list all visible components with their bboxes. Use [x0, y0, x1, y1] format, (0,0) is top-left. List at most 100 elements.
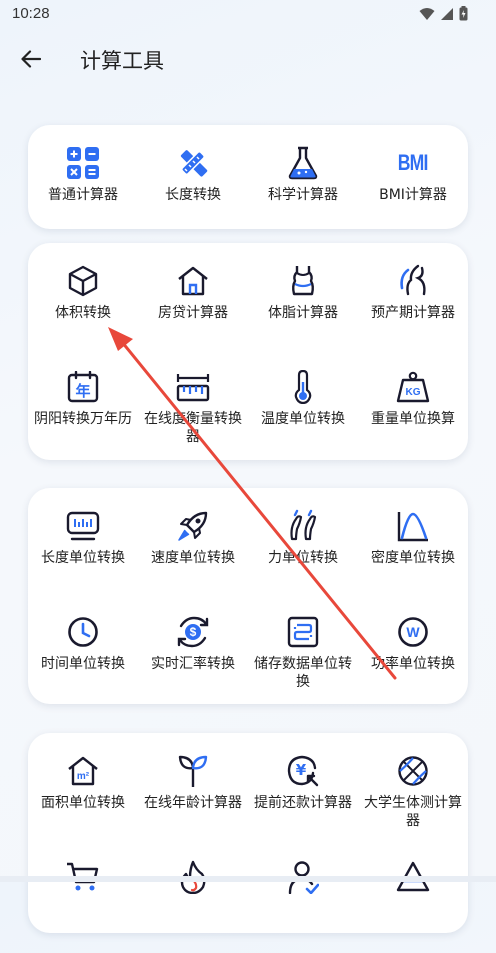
- currency-icon-text: $: [189, 625, 197, 639]
- tool-item-calculator[interactable]: 普通计算器: [28, 125, 138, 229]
- calculator-icon: [65, 145, 101, 181]
- tool-label: 面积单位转换: [41, 795, 125, 811]
- flask-icon: [285, 145, 321, 181]
- status-icons: [419, 6, 468, 21]
- yuan-icon: ¥: [285, 753, 321, 789]
- wifi-icon: [419, 7, 435, 20]
- tool-item-science[interactable]: 科学计算器: [248, 125, 358, 229]
- storage-icon: [285, 614, 321, 650]
- tool-label: 体脂计算器: [268, 305, 338, 321]
- body-icon: [285, 263, 321, 299]
- app-bar: 计算工具: [0, 36, 496, 82]
- pregnancy-icon: [395, 263, 431, 299]
- tool-item-time[interactable]: 时间单位转换: [28, 598, 138, 708]
- tape-icon: [65, 508, 101, 544]
- tool-item-density[interactable]: 密度单位转换: [358, 488, 468, 598]
- battery-icon: [459, 6, 468, 21]
- tool-card-units: 长度单位转换 速度单位转换 力单位转换: [28, 488, 468, 704]
- signal-icon: [441, 7, 453, 20]
- bmi-icon: BMI: [395, 145, 431, 181]
- tool-label: 时间单位转换: [41, 656, 125, 672]
- tool-label: 力单位转换: [268, 550, 338, 566]
- tool-label: 科学计算器: [268, 187, 338, 203]
- currency-icon: $: [175, 614, 211, 650]
- weight-icon: KG: [395, 369, 431, 405]
- tool-label: 温度单位转换: [261, 411, 345, 427]
- tool-card-basic: 普通计算器 长度转换 科学计算器: [28, 125, 468, 229]
- tool-item-lunar[interactable]: 年 阴阳转换万年历: [28, 353, 138, 463]
- tool-label: 房贷计算器: [158, 305, 228, 321]
- watt-icon: W: [395, 614, 431, 650]
- scale-ruler-icon: [175, 369, 211, 405]
- tool-item-area[interactable]: m² 面积单位转换: [28, 733, 138, 843]
- tool-label: 在线年龄计算器: [144, 795, 242, 811]
- tool-label: 普通计算器: [48, 187, 118, 203]
- tool-label: 功率单位转换: [371, 656, 455, 672]
- cube-icon: [65, 263, 101, 299]
- tool-item-length-unit[interactable]: 长度单位转换: [28, 488, 138, 598]
- tool-label: 储存数据单位转换: [254, 656, 352, 690]
- tool-card-more: m² 面积单位转换 在线年龄计算器 ¥ 提前还款计算器: [28, 733, 468, 933]
- dumbbell-icon: [285, 508, 321, 544]
- rocket-icon: [175, 508, 211, 544]
- tool-item-power[interactable]: W 功率单位转换: [358, 598, 468, 708]
- tool-label: 长度转换: [165, 187, 221, 203]
- tool-item-triangle[interactable]: [358, 843, 468, 953]
- house-icon: [175, 263, 211, 299]
- tool-grid: 普通计算器 长度转换 科学计算器: [28, 125, 468, 229]
- curve-icon: [395, 508, 431, 544]
- tool-item-temperature[interactable]: 温度单位转换: [248, 353, 358, 463]
- tool-item-weight[interactable]: KG 重量单位换算: [358, 353, 468, 463]
- tool-item-student[interactable]: 大学生体测计算器: [358, 733, 468, 843]
- tool-label: 提前还款计算器: [254, 795, 352, 811]
- area-icon: m²: [65, 753, 101, 789]
- tool-grid: m² 面积单位转换 在线年龄计算器 ¥ 提前还款计算器: [28, 733, 468, 953]
- page-title: 计算工具: [80, 49, 164, 73]
- tool-item-fire[interactable]: [138, 843, 248, 953]
- status-bar: 10:28: [0, 0, 496, 28]
- tool-label: BMI计算器: [379, 187, 447, 203]
- tool-label: 速度单位转换: [151, 550, 235, 566]
- ball-icon: [395, 753, 431, 789]
- tool-item-length[interactable]: 长度转换: [138, 125, 248, 229]
- tool-item-age[interactable]: 在线年龄计算器: [138, 733, 248, 843]
- tool-label: 大学生体测计算器: [364, 795, 462, 829]
- tool-item-cart[interactable]: [28, 843, 138, 953]
- tool-item-force[interactable]: 力单位转换: [248, 488, 358, 598]
- tool-item-prepay[interactable]: ¥ 提前还款计算器: [248, 733, 358, 843]
- tool-label: 重量单位换算: [371, 411, 455, 427]
- back-button[interactable]: [14, 44, 48, 74]
- tool-label: 体积转换: [55, 305, 111, 321]
- back-arrow-icon: [21, 50, 41, 68]
- tool-item-storage[interactable]: 储存数据单位转换: [248, 598, 358, 708]
- tool-item-exchange[interactable]: $ 实时汇率转换: [138, 598, 248, 708]
- calendar-icon-text: 年: [75, 381, 91, 400]
- tool-item-duedate[interactable]: 预产期计算器: [358, 243, 468, 353]
- tool-item-bmi[interactable]: BMI BMI计算器: [358, 125, 468, 229]
- bmi-icon-text: BMI: [398, 150, 429, 175]
- tool-item-bodyfat[interactable]: 体脂计算器: [248, 243, 358, 353]
- status-time: 10:28: [12, 5, 50, 22]
- area-icon-text: m²: [76, 770, 90, 782]
- clock-icon: [65, 614, 101, 650]
- tool-item-speed[interactable]: 速度单位转换: [138, 488, 248, 598]
- thermometer-icon: [285, 369, 321, 405]
- tool-item-person[interactable]: [248, 843, 358, 953]
- tool-grid: 体积转换 房贷计算器 体脂计算器: [28, 243, 468, 463]
- tool-item-measure[interactable]: 在线度衡量转换器: [138, 353, 248, 463]
- bottom-edge: [0, 876, 496, 882]
- weight-icon-text: KG: [405, 386, 421, 398]
- tool-label: 长度单位转换: [41, 550, 125, 566]
- tool-item-mortgage[interactable]: 房贷计算器: [138, 243, 248, 353]
- tool-label: 密度单位转换: [371, 550, 455, 566]
- tool-label: 在线度衡量转换器: [144, 411, 242, 445]
- tool-grid: 长度单位转换 速度单位转换 力单位转换: [28, 488, 468, 708]
- ruler-pencil-icon: [175, 145, 211, 181]
- tool-label: 阴阳转换万年历: [34, 411, 132, 427]
- tool-label: 预产期计算器: [371, 305, 455, 321]
- tool-card-life: 体积转换 房贷计算器 体脂计算器: [28, 243, 468, 460]
- tool-item-volume[interactable]: 体积转换: [28, 243, 138, 353]
- yuan-icon-text: ¥: [295, 761, 307, 779]
- tool-label: 实时汇率转换: [151, 656, 235, 672]
- sprout-icon: [175, 753, 211, 789]
